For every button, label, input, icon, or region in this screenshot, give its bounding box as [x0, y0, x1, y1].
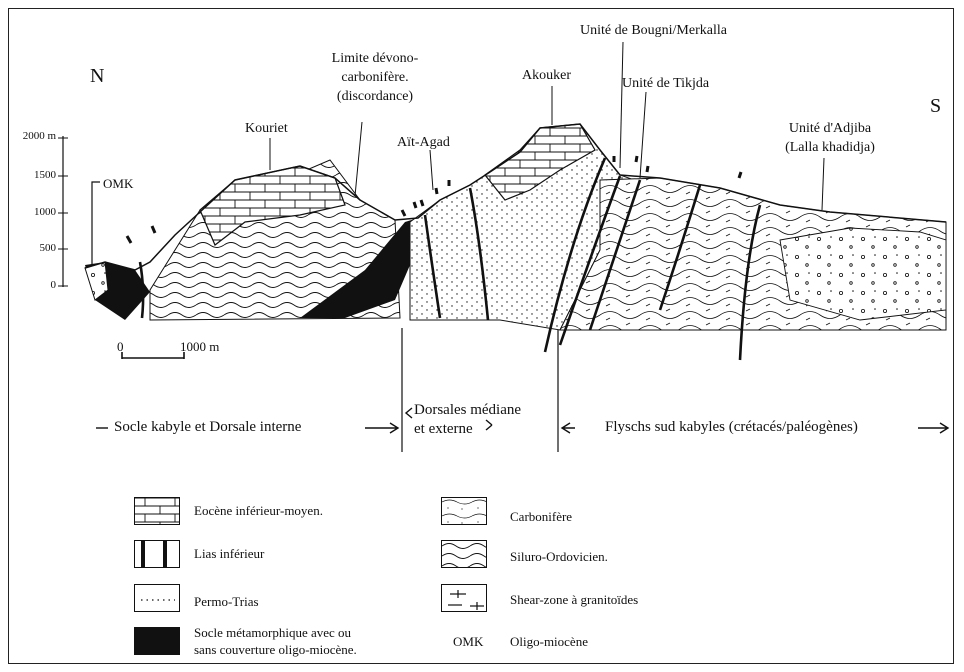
- elevation-axis: [58, 136, 68, 287]
- legend-lias-label: Lias inférieur: [194, 546, 264, 562]
- legend-socle-label-2: sans couverture oligo-miocène.: [194, 642, 357, 658]
- kouriet-label: Kouriet: [245, 120, 288, 137]
- limite-label-2: carbonifère.: [310, 69, 440, 86]
- legend-carbonifere-label: Carbonifère: [510, 509, 572, 525]
- domain-socle-label: Socle kabyle et Dorsale interne: [114, 419, 301, 436]
- south-label: S: [930, 98, 941, 115]
- legend-permo-swatch: [134, 584, 180, 612]
- legend-omk-code: OMK: [453, 634, 483, 650]
- legend-omk-label: Oligo-miocène: [510, 634, 588, 650]
- legend-carbonifere-swatch: [441, 497, 487, 525]
- legend-siluro-label: Siluro-Ordovicien.: [510, 549, 608, 565]
- legend-permo-label: Permo-Trias: [194, 594, 259, 610]
- limite-label-1: Limite dévono-: [310, 50, 440, 67]
- adjiba-label-1: Unité d'Adjiba: [765, 120, 895, 137]
- domain-dorsales-label-1: Dorsales médiane: [414, 402, 521, 419]
- ait-agad-label: Aït-Agad: [397, 134, 450, 151]
- domain-flyschs-label: Flyschs sud kabyles (crétacés/paléogènes…: [605, 419, 858, 436]
- legend-shear-label: Shear-zone à granitoïdes: [510, 592, 638, 608]
- legend-socle-swatch: [134, 627, 180, 655]
- adjiba-label-2: (Lalla khadidja): [765, 139, 895, 156]
- axis-tick-0: 0: [16, 279, 56, 291]
- legend-shear-swatch: [441, 584, 487, 612]
- axis-tick-1500: 1500: [16, 169, 56, 181]
- legend-siluro-swatch: [441, 540, 487, 568]
- legend-eocene-label: Eocène inférieur-moyen.: [194, 503, 323, 519]
- north-label: N: [90, 68, 104, 85]
- limite-label-3: (discordance): [310, 88, 440, 105]
- akouker-label: Akouker: [522, 67, 571, 84]
- axis-tick-500: 500: [16, 242, 56, 254]
- axis-tick-1000: 1000: [16, 206, 56, 218]
- scale-bar: [122, 352, 184, 359]
- omk-leader-line: [92, 182, 100, 268]
- axis-tick-2000: 2000 m: [16, 130, 56, 142]
- tikjda-label: Unité de Tikjda: [622, 75, 709, 92]
- scale-end-label: 1000 m: [180, 338, 219, 355]
- legend-socle-label-1: Socle métamorphique avec ou: [194, 625, 351, 641]
- bougni-label: Unité de Bougni/Merkalla: [580, 22, 727, 39]
- omk-label: OMK: [103, 175, 133, 192]
- domain-dorsales-label-2: et externe: [414, 421, 473, 438]
- legend-lias-swatch: [134, 540, 180, 568]
- legend-eocene-swatch: [134, 497, 180, 525]
- scale-start-label: 0: [117, 338, 124, 355]
